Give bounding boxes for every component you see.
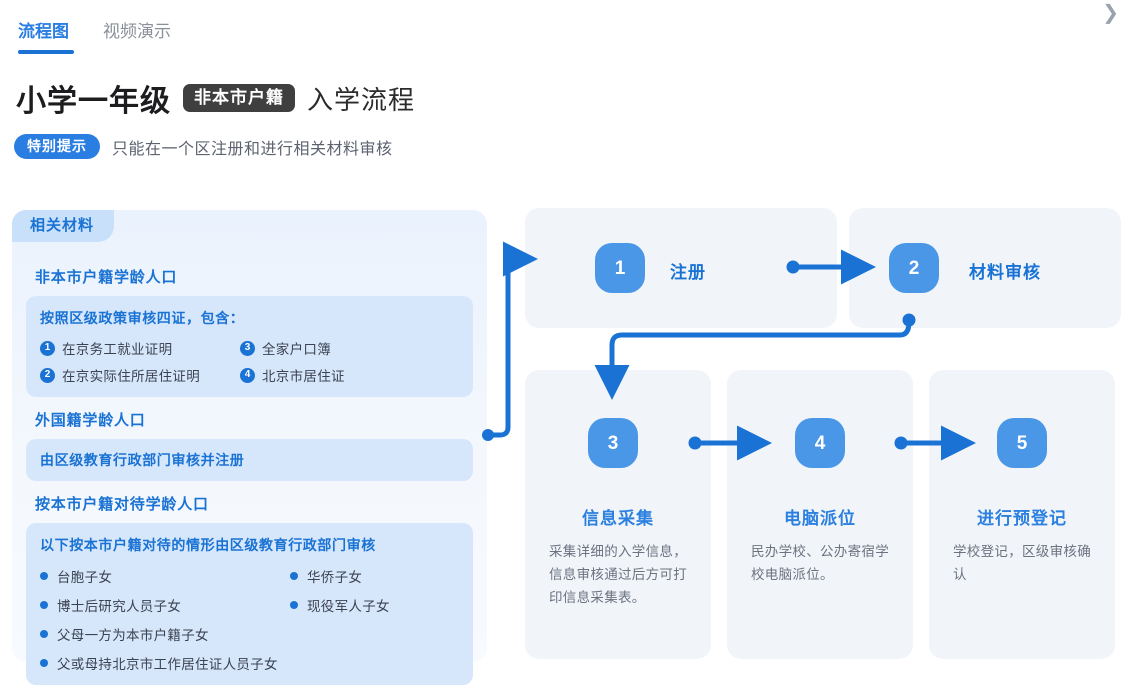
list-item: 3 全家户口簿 xyxy=(240,338,459,358)
list-item: 4 北京市居住证 xyxy=(240,365,459,385)
list-item: 父母一方为本市户籍子女 xyxy=(40,624,290,644)
bullet-dot-icon xyxy=(290,572,298,580)
materials-panel-body: 非本市户籍学龄人口 按照区级政策审核四证，包含： 1 在京务工就业证明 3 全家… xyxy=(12,254,487,685)
step-title-1: 注册 xyxy=(670,263,706,282)
number-badge: 1 xyxy=(40,340,55,356)
tab-video-demo[interactable]: 视频演示 xyxy=(103,20,171,54)
step-title-4: 电脑派位 xyxy=(784,509,856,528)
connector-materials-to-step1 xyxy=(485,241,539,438)
notice-badge: 特别提示 xyxy=(14,134,100,159)
list-item-spacer xyxy=(290,653,459,673)
section-box-title: 以下按本市户籍对待的情形由区级教育行政部门审核 xyxy=(40,537,376,553)
tab-video-demo-label: 视频演示 xyxy=(103,22,171,41)
tab-flowchart[interactable]: 流程图 xyxy=(18,20,74,54)
flow-card-step-4[interactable]: 4 电脑派位 民办学校、公办寄宿学校电脑派位。 xyxy=(727,370,913,659)
list-item: 博士后研究人员子女 xyxy=(40,595,290,615)
page-title-tag: 非本市户籍 xyxy=(183,84,295,112)
step-badge-3: 3 xyxy=(588,418,638,468)
list-item: 1 在京务工就业证明 xyxy=(40,338,240,358)
list-item: 2 在京实际住所居住证明 xyxy=(40,365,240,385)
section-title-foreign: 外国籍学龄人口 xyxy=(35,412,146,429)
step-desc-4: 民办学校、公办寄宿学校电脑派位。 xyxy=(751,544,889,582)
step-badge-4: 4 xyxy=(795,418,845,468)
flow-card-step-3[interactable]: 3 信息采集 采集详细的入学信息，信息审核通过后方可打印信息采集表。 xyxy=(525,370,711,659)
list-item-label: 华侨子女 xyxy=(307,570,363,585)
step-title-2: 材料审核 xyxy=(969,263,1041,282)
section-box-title: 按照区级政策审核四证，包含： xyxy=(40,310,245,326)
section-title-non-local: 非本市户籍学龄人口 xyxy=(35,269,178,286)
flow-card-step-2[interactable]: 2 材料审核 xyxy=(849,208,1121,328)
bullet-dot-icon xyxy=(40,630,48,638)
section-box-text: 由区级教育行政部门审核并注册 xyxy=(40,452,245,468)
step-title-5: 进行预登记 xyxy=(977,509,1067,528)
flow-card-step-1[interactable]: 1 注册 xyxy=(525,208,837,328)
materials-panel-tab: 相关材料 xyxy=(12,210,115,242)
list-item-label: 台胞子女 xyxy=(57,570,113,585)
bullet-dot-icon xyxy=(290,601,298,609)
tab-flowchart-label: 流程图 xyxy=(18,22,69,41)
section-box-treated-local: 以下按本市户籍对待的情形由区级教育行政部门审核 台胞子女 华侨子女 博士后研究人… xyxy=(26,523,473,685)
numbered-list: 1 在京务工就业证明 3 全家户口簿 2 在京实际住所居住证明 4 北京市居住证 xyxy=(40,338,459,385)
step-desc-3: 采集详细的入学信息，信息审核通过后方可打印信息采集表。 xyxy=(549,544,687,605)
number-badge: 3 xyxy=(240,340,255,356)
materials-panel: 相关材料 非本市户籍学龄人口 按照区级政策审核四证，包含： 1 在京务工就业证明… xyxy=(12,210,487,685)
tab-bar: 流程图 视频演示 xyxy=(18,20,171,54)
number-badge: 2 xyxy=(40,367,55,383)
page-title-main: 小学一年级 xyxy=(16,85,171,118)
list-item-label: 北京市居住证 xyxy=(262,369,345,384)
page-title-suffix: 入学流程 xyxy=(307,84,416,115)
list-item: 父或母持北京市工作居住证人员子女 xyxy=(40,653,290,673)
list-item-spacer xyxy=(290,624,459,644)
list-item: 现役军人子女 xyxy=(290,595,459,615)
bullet-dot-icon xyxy=(40,659,48,667)
flow-card-step-5[interactable]: 5 进行预登记 学校登记，区级审核确认 xyxy=(929,370,1115,659)
notice-text: 只能在一个区注册和进行相关材料审核 xyxy=(112,140,393,158)
list-item: 华侨子女 xyxy=(290,566,459,586)
list-item-label: 在京实际住所居住证明 xyxy=(62,369,200,384)
step-badge-1: 1 xyxy=(595,243,645,293)
bullet-dot-icon xyxy=(40,601,48,609)
list-item-label: 父母一方为本市户籍子女 xyxy=(57,628,209,643)
list-item: 台胞子女 xyxy=(40,566,290,586)
list-item-label: 全家户口簿 xyxy=(262,342,331,357)
step-badge-5: 5 xyxy=(997,418,1047,468)
step-title-3: 信息采集 xyxy=(582,509,654,528)
list-item-label: 在京务工就业证明 xyxy=(62,342,173,357)
list-item-label: 父或母持北京市工作居住证人员子女 xyxy=(57,657,278,672)
list-item-label: 现役军人子女 xyxy=(307,599,390,614)
step-badge-2: 2 xyxy=(889,243,939,293)
list-item-label: 博士后研究人员子女 xyxy=(57,599,182,614)
chevron-right-icon[interactable]: ❯ xyxy=(1102,0,1119,24)
page-title: 小学一年级 非本市户籍 入学流程 xyxy=(16,76,415,120)
number-badge: 4 xyxy=(240,367,255,383)
section-box-foreign: 由区级教育行政部门审核并注册 xyxy=(26,439,473,481)
section-box-non-local: 按照区级政策审核四证，包含： 1 在京务工就业证明 3 全家户口簿 2 在京实际… xyxy=(26,296,473,397)
step-desc-5: 学校登记，区级审核确认 xyxy=(953,544,1091,582)
section-title-treated-local: 按本市户籍对待学龄人口 xyxy=(35,496,209,513)
bullet-list: 台胞子女 华侨子女 博士后研究人员子女 现役军人子女 xyxy=(40,566,459,673)
notice-row: 特别提示 只能在一个区注册和进行相关材料审核 xyxy=(14,134,393,159)
bullet-dot-icon xyxy=(40,572,48,580)
